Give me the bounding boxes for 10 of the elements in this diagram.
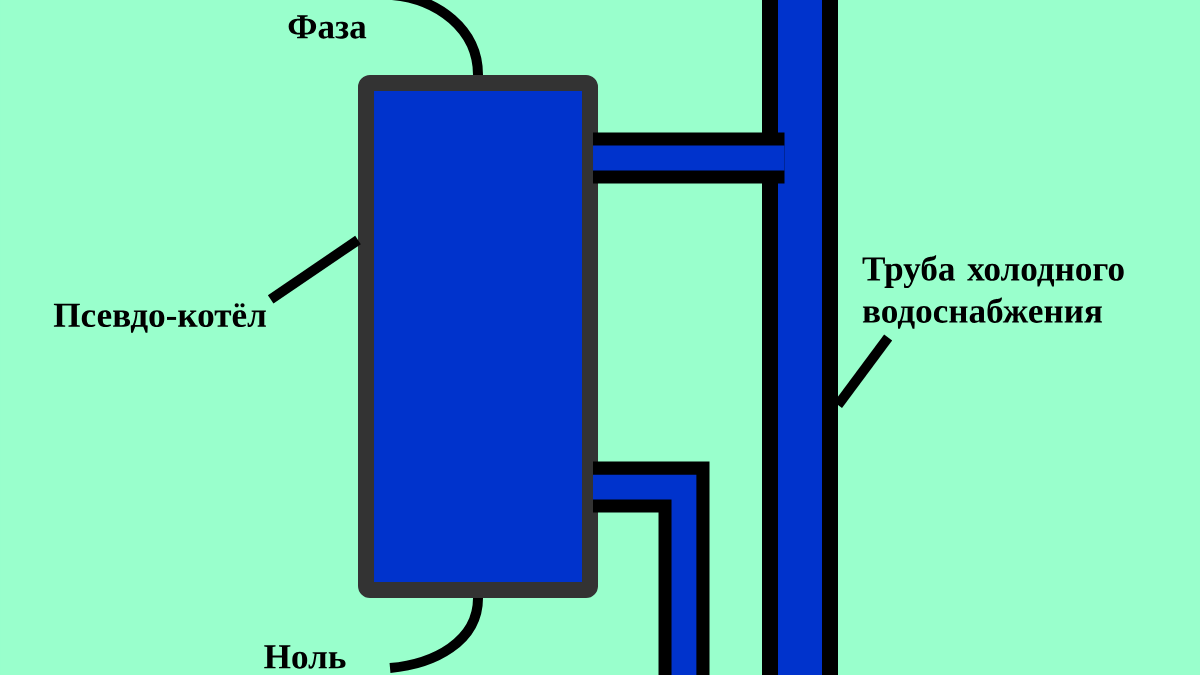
pipe [593, 461, 710, 675]
boiler-box [358, 75, 598, 598]
boiler-label: Псевдо-котёл [53, 303, 266, 333]
vertical-pipe [762, 0, 838, 675]
wire-label: Фаза [288, 15, 367, 39]
leader-line [267, 235, 361, 304]
wire-label: Ноль [264, 645, 346, 669]
wire [389, 597, 483, 673]
pipe-label: Труба холодного водоснабжения [862, 255, 1124, 329]
pipe [593, 132, 785, 184]
